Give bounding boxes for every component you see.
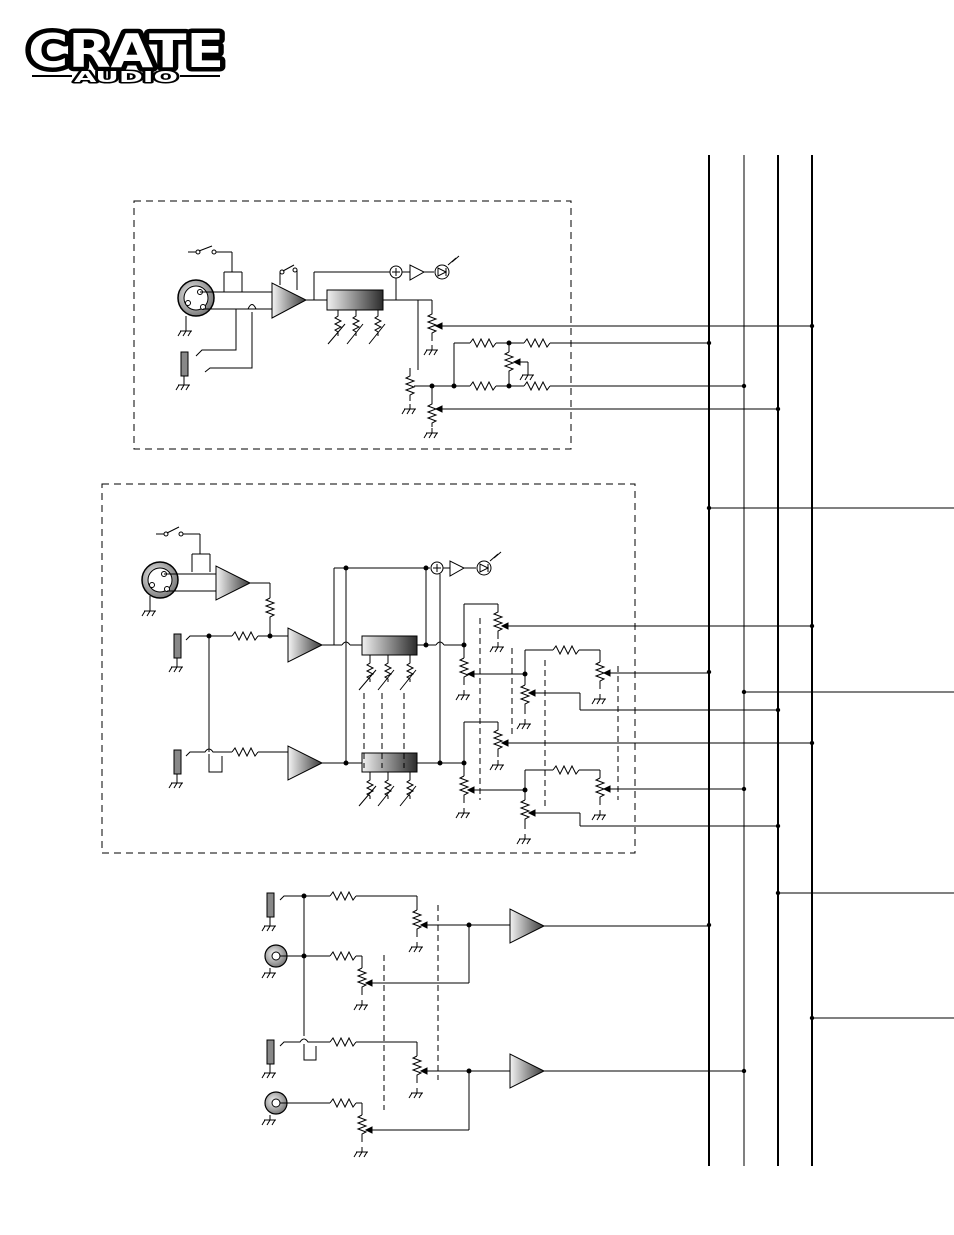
stereo-right-pots (456, 722, 812, 818)
bus-lines (709, 155, 812, 1166)
stereo-clip-detector (431, 552, 501, 576)
mono-channel-border (134, 201, 571, 449)
stereo-right-pan (513, 766, 778, 844)
stereo-mic-preamp (216, 566, 274, 636)
aux-rca-jack-right (262, 1071, 469, 1157)
line-input-jack (176, 305, 256, 391)
left-input (169, 628, 334, 672)
stereo-eq-blocks (334, 566, 464, 806)
aux-trs-jack-right (262, 1038, 510, 1098)
right-input (169, 636, 362, 788)
mono-channel-section (134, 201, 812, 449)
bus-outputs (709, 508, 954, 1018)
eq-block (314, 272, 418, 344)
stereo-left-pots (456, 604, 812, 700)
crate-audio-logo: CRATE CRATE AUDIO AUDIO (28, 24, 224, 86)
stereo-channel-section (102, 484, 812, 853)
clip-detector (390, 256, 459, 300)
aux-amp-left (510, 909, 709, 943)
mic-preamp (272, 265, 327, 318)
aux-input-section (262, 892, 744, 1157)
aux-gang-links (384, 905, 438, 1110)
bus-junctions (707, 324, 814, 1073)
aux-trs-jack-left (262, 892, 510, 952)
pan-network (452, 339, 744, 390)
channel-pots (402, 300, 812, 438)
stereo-channel-border (102, 484, 635, 853)
stereo-left-pan (513, 646, 778, 729)
logo-audio-text-fill: AUDIO (74, 68, 178, 86)
xlr-input-jack (178, 280, 276, 336)
stereo-xlr-jack (142, 562, 216, 616)
